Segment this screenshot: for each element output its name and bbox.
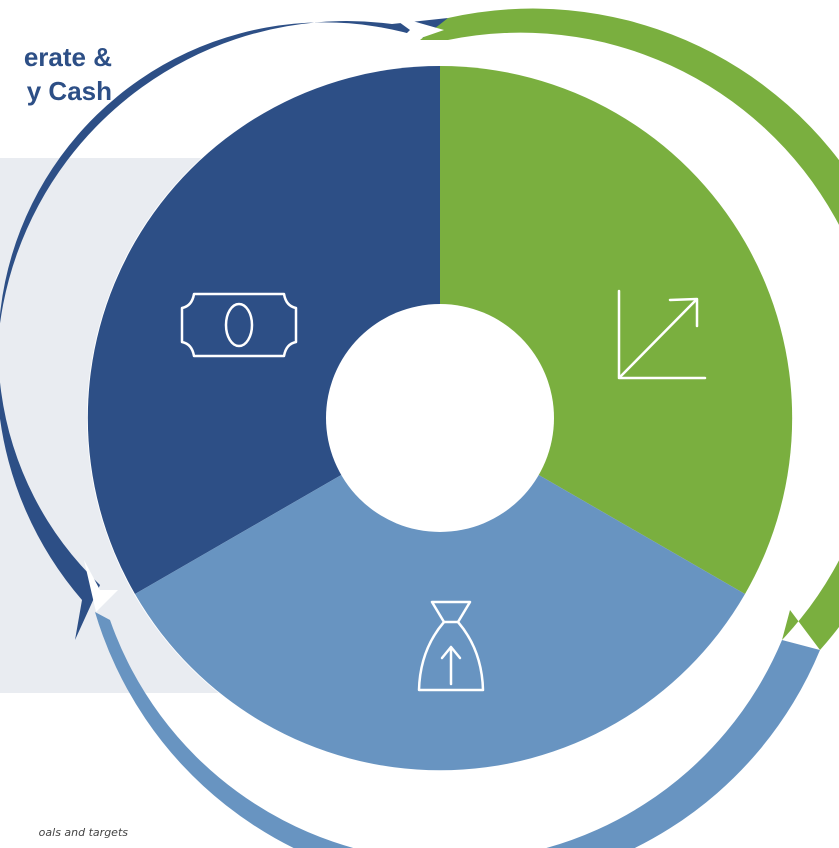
arrowhead-bottom (420, 812, 480, 840)
banknote-icon (180, 292, 298, 358)
arrowhead-top (388, 14, 444, 48)
headline-line-2: y Cash (26, 76, 112, 106)
center-hole (326, 304, 554, 532)
growth-arrow-icon (617, 289, 707, 380)
segment-capital (135, 418, 745, 771)
headline-line-1: erate & (23, 42, 112, 72)
arrowhead-right (770, 236, 808, 290)
arrowhead-cuts (84, 14, 808, 840)
arrowhead-left (84, 560, 118, 612)
headline: erate & y Cash (24, 40, 112, 108)
footnote-clip: oals and targets (0, 820, 128, 848)
footnote: oals and targets (38, 826, 128, 839)
money-bag-up-icon (417, 600, 485, 692)
